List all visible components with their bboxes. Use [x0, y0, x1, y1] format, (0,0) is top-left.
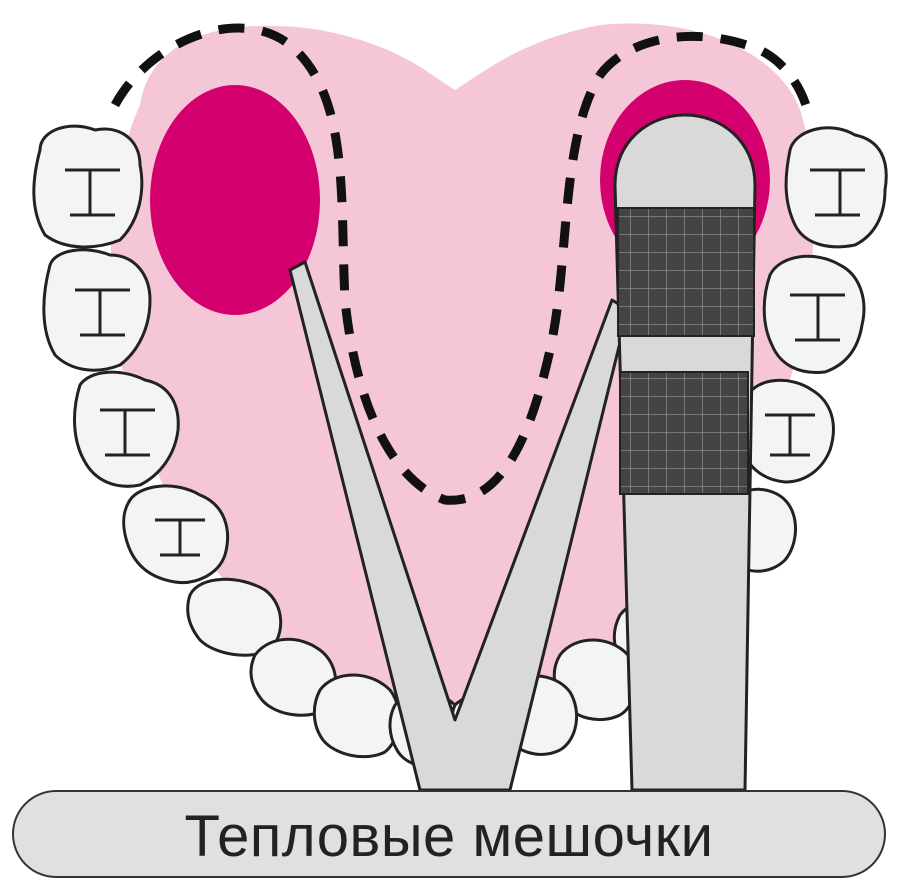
- tooth-icon: [314, 675, 399, 757]
- grip-upper: [618, 208, 754, 336]
- instrument-icon: [615, 115, 755, 790]
- grip-lower: [620, 372, 748, 494]
- caption-bar: Тепловые мешочки: [12, 790, 886, 878]
- tooth-icon: [764, 256, 864, 372]
- tooth-icon: [34, 126, 142, 247]
- tooth-icon: [786, 128, 886, 247]
- tooth-icon: [740, 380, 833, 482]
- tooth-icon: [124, 486, 228, 583]
- tooth-icon: [44, 250, 150, 370]
- caption-text: Тепловые мешочки: [184, 803, 713, 870]
